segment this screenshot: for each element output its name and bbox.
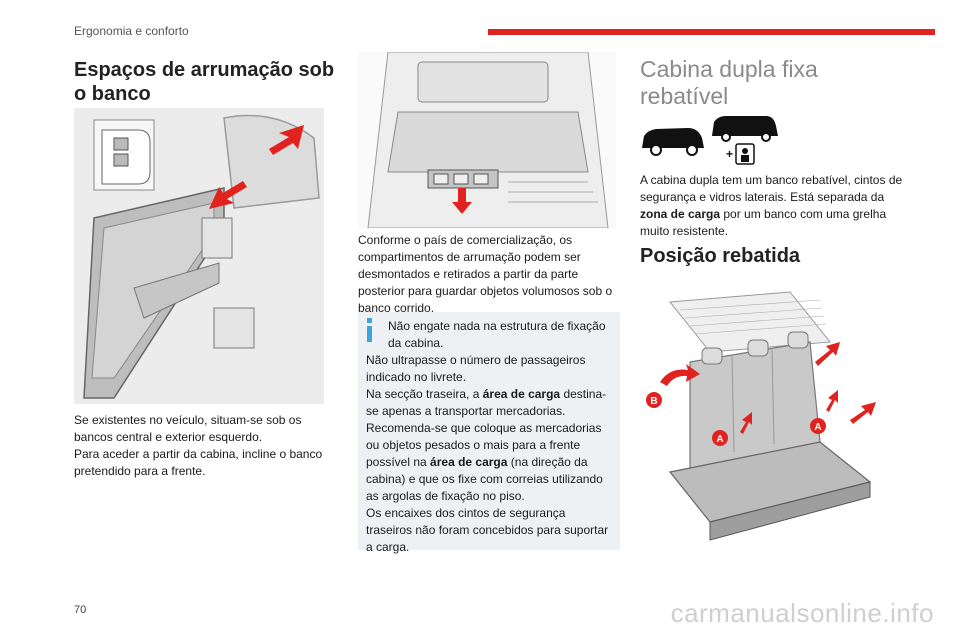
info-line: Os encaixes dos cintos de segurança tras… — [366, 506, 609, 554]
label-a: A — [716, 434, 723, 445]
rear-storage-illustration — [358, 51, 616, 229]
folded-position-title: Posição rebatida — [640, 245, 801, 267]
info-box: Não engate nada na estrutura de fixação … — [358, 312, 620, 554]
page-number: 70 — [74, 604, 87, 616]
double-cab-description: A cabina dupla tem um banco rebatível, c… — [640, 172, 912, 240]
svg-text:+: + — [726, 147, 733, 161]
info-icon — [367, 318, 372, 342]
info-line: Não engate nada na estrutura de fixação … — [388, 319, 606, 350]
storage-description: Se existentes no veículo, situam-se sob … — [74, 412, 336, 480]
removable-compartments-text: Conforme o país de comercialização, os c… — [358, 232, 620, 317]
vehicle-icons: + — [640, 114, 780, 166]
section-header: Ergonomia e conforto — [74, 24, 189, 38]
storage-title: Espaços de arrumação sob o banco — [74, 59, 335, 105]
info-line: Na secção traseira, a área de carga dest… — [366, 387, 607, 418]
info-line: Não ultrapasse o número de passageiros i… — [366, 353, 586, 384]
label-b: B — [650, 396, 657, 407]
paragraph: Se existentes no veículo, situam-se sob … — [74, 413, 302, 444]
info-line: Recomenda-se que coloque as mercadorias … — [366, 421, 603, 503]
paragraph: Para aceder a partir da cabina, incline … — [74, 447, 323, 478]
paragraph: Conforme o país de comercialização, os c… — [358, 233, 613, 315]
header-accent-bar — [488, 29, 935, 35]
paragraph: A cabina dupla tem um banco rebatível, c… — [640, 173, 903, 238]
watermark: carmanualsonline.info — [670, 598, 934, 628]
van-icon — [642, 116, 778, 156]
double-cab-title: Cabina dupla fixa rebatível — [640, 56, 818, 109]
label-a: A — [814, 422, 821, 433]
under-seat-storage-illustration — [74, 108, 324, 404]
folded-bench-illustration: A A B — [640, 282, 910, 552]
